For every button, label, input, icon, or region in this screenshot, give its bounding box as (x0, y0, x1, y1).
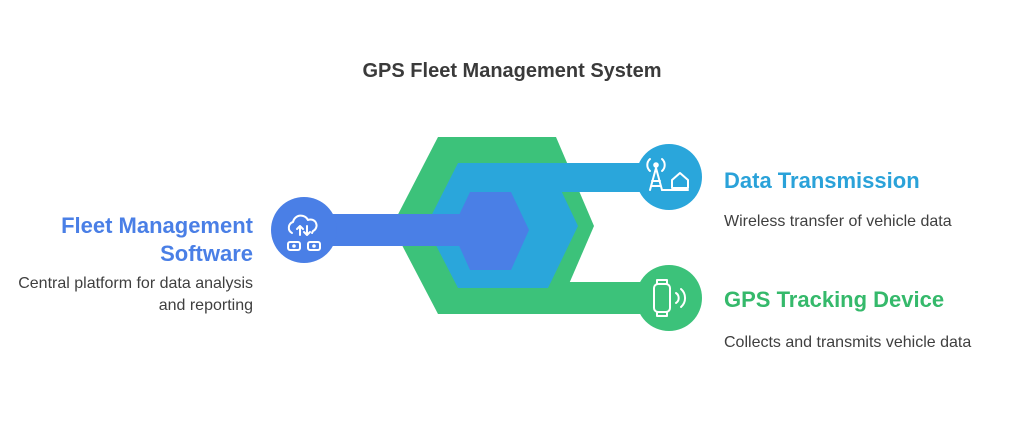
wearable-signal-icon (653, 279, 687, 317)
software-description: Central platform for data analysis and r… (18, 275, 253, 314)
cloud-sync-server-icon (287, 214, 321, 251)
gps-description: Collects and transmits vehicle data (724, 334, 972, 351)
gps-title: GPS Tracking Device (724, 287, 945, 312)
transmission-title: Data Transmission (724, 168, 920, 193)
antenna-tower-home-icon (646, 158, 689, 191)
software-title: Fleet Management Software (61, 213, 253, 266)
diagram-title: GPS Fleet Management System (362, 60, 662, 82)
transmission-node-circle (636, 144, 702, 210)
blue-hexagon-core (452, 192, 529, 270)
transmission-description: Wireless transfer of vehicle data (724, 213, 952, 230)
software-node-circle (271, 197, 337, 263)
